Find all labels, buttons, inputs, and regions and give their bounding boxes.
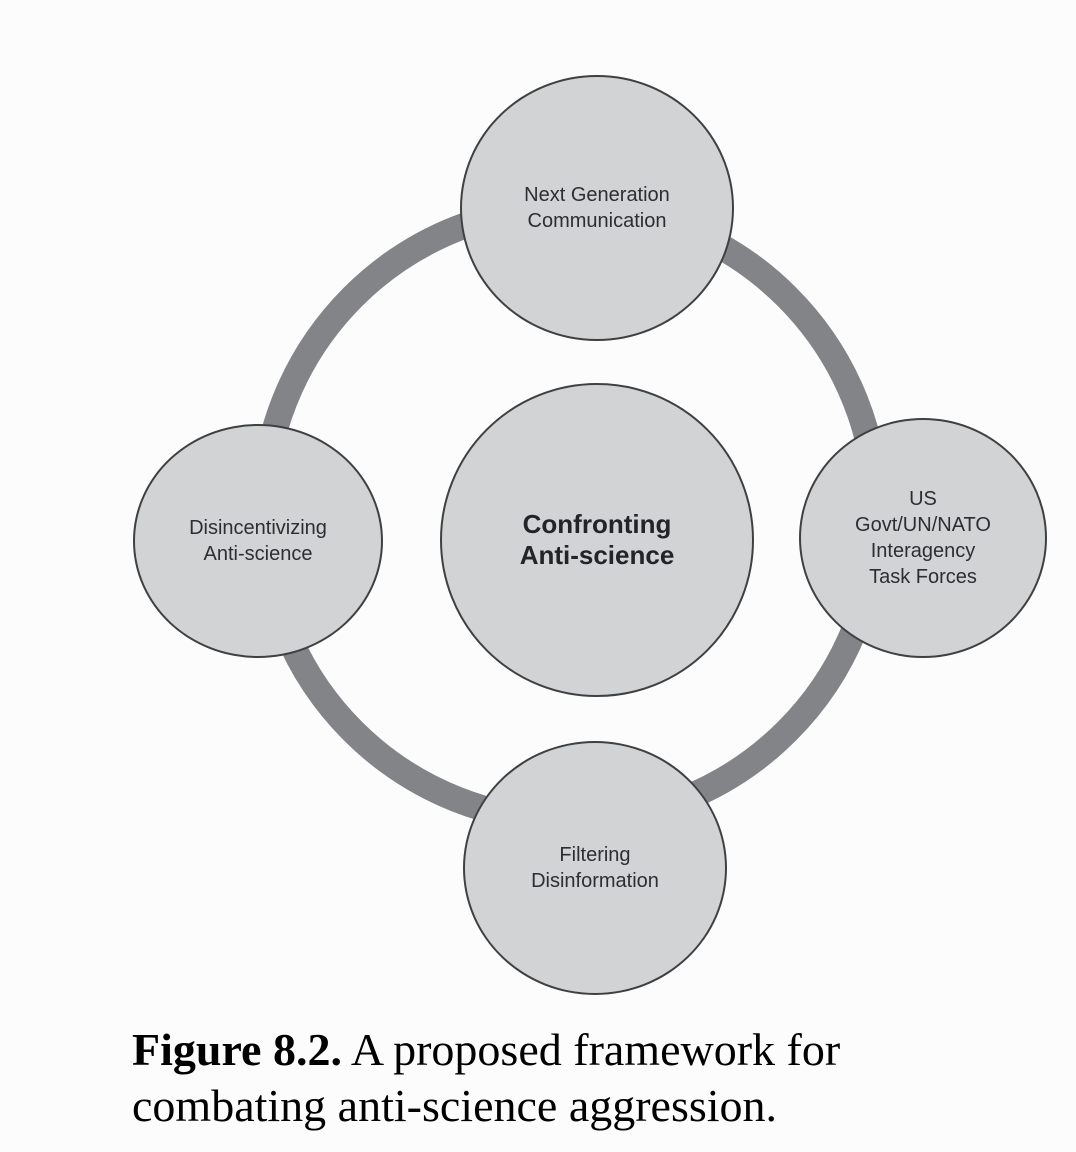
node-filtering-disinformation: Filtering Disinformation: [463, 741, 727, 995]
node-confronting-anti-science: Confronting Anti-science: [440, 383, 754, 697]
caption-text-part: A proposed framework for: [341, 1024, 841, 1075]
figure-number-label: Figure 8.2.: [132, 1024, 342, 1075]
node-label-line: Govt/UN/NATO: [855, 514, 991, 536]
node-label-line: Confronting: [522, 509, 672, 539]
node-label-line: Interagency: [870, 540, 976, 562]
node-label-line: Communication: [527, 210, 667, 232]
node-label-line: Disincentivizing: [189, 517, 327, 539]
node-us-govt-un-nato-task-forces: US Govt/UN/NATO Interagency Task Forces: [799, 418, 1047, 658]
caption-line-1: Figure 8.2. A proposed framework for: [132, 1022, 992, 1078]
node-label-line: Filtering: [559, 844, 631, 866]
node-label-line: US: [909, 488, 937, 510]
node-label-line: Next Generation: [524, 184, 670, 206]
node-disincentivizing-anti-science: Disincentivizing Anti-science: [133, 424, 383, 658]
node-label-line: Task Forces: [869, 566, 977, 588]
figure-caption: Figure 8.2. A proposed framework for com…: [132, 1022, 992, 1134]
node-label-line: Anti-science: [519, 540, 675, 570]
node-next-generation-communication: Next Generation Communication: [460, 75, 734, 341]
node-label-line: Anti-science: [203, 543, 313, 565]
caption-line-2: combating anti-science aggression.: [132, 1080, 778, 1131]
node-label-line: Disinformation: [531, 870, 659, 892]
